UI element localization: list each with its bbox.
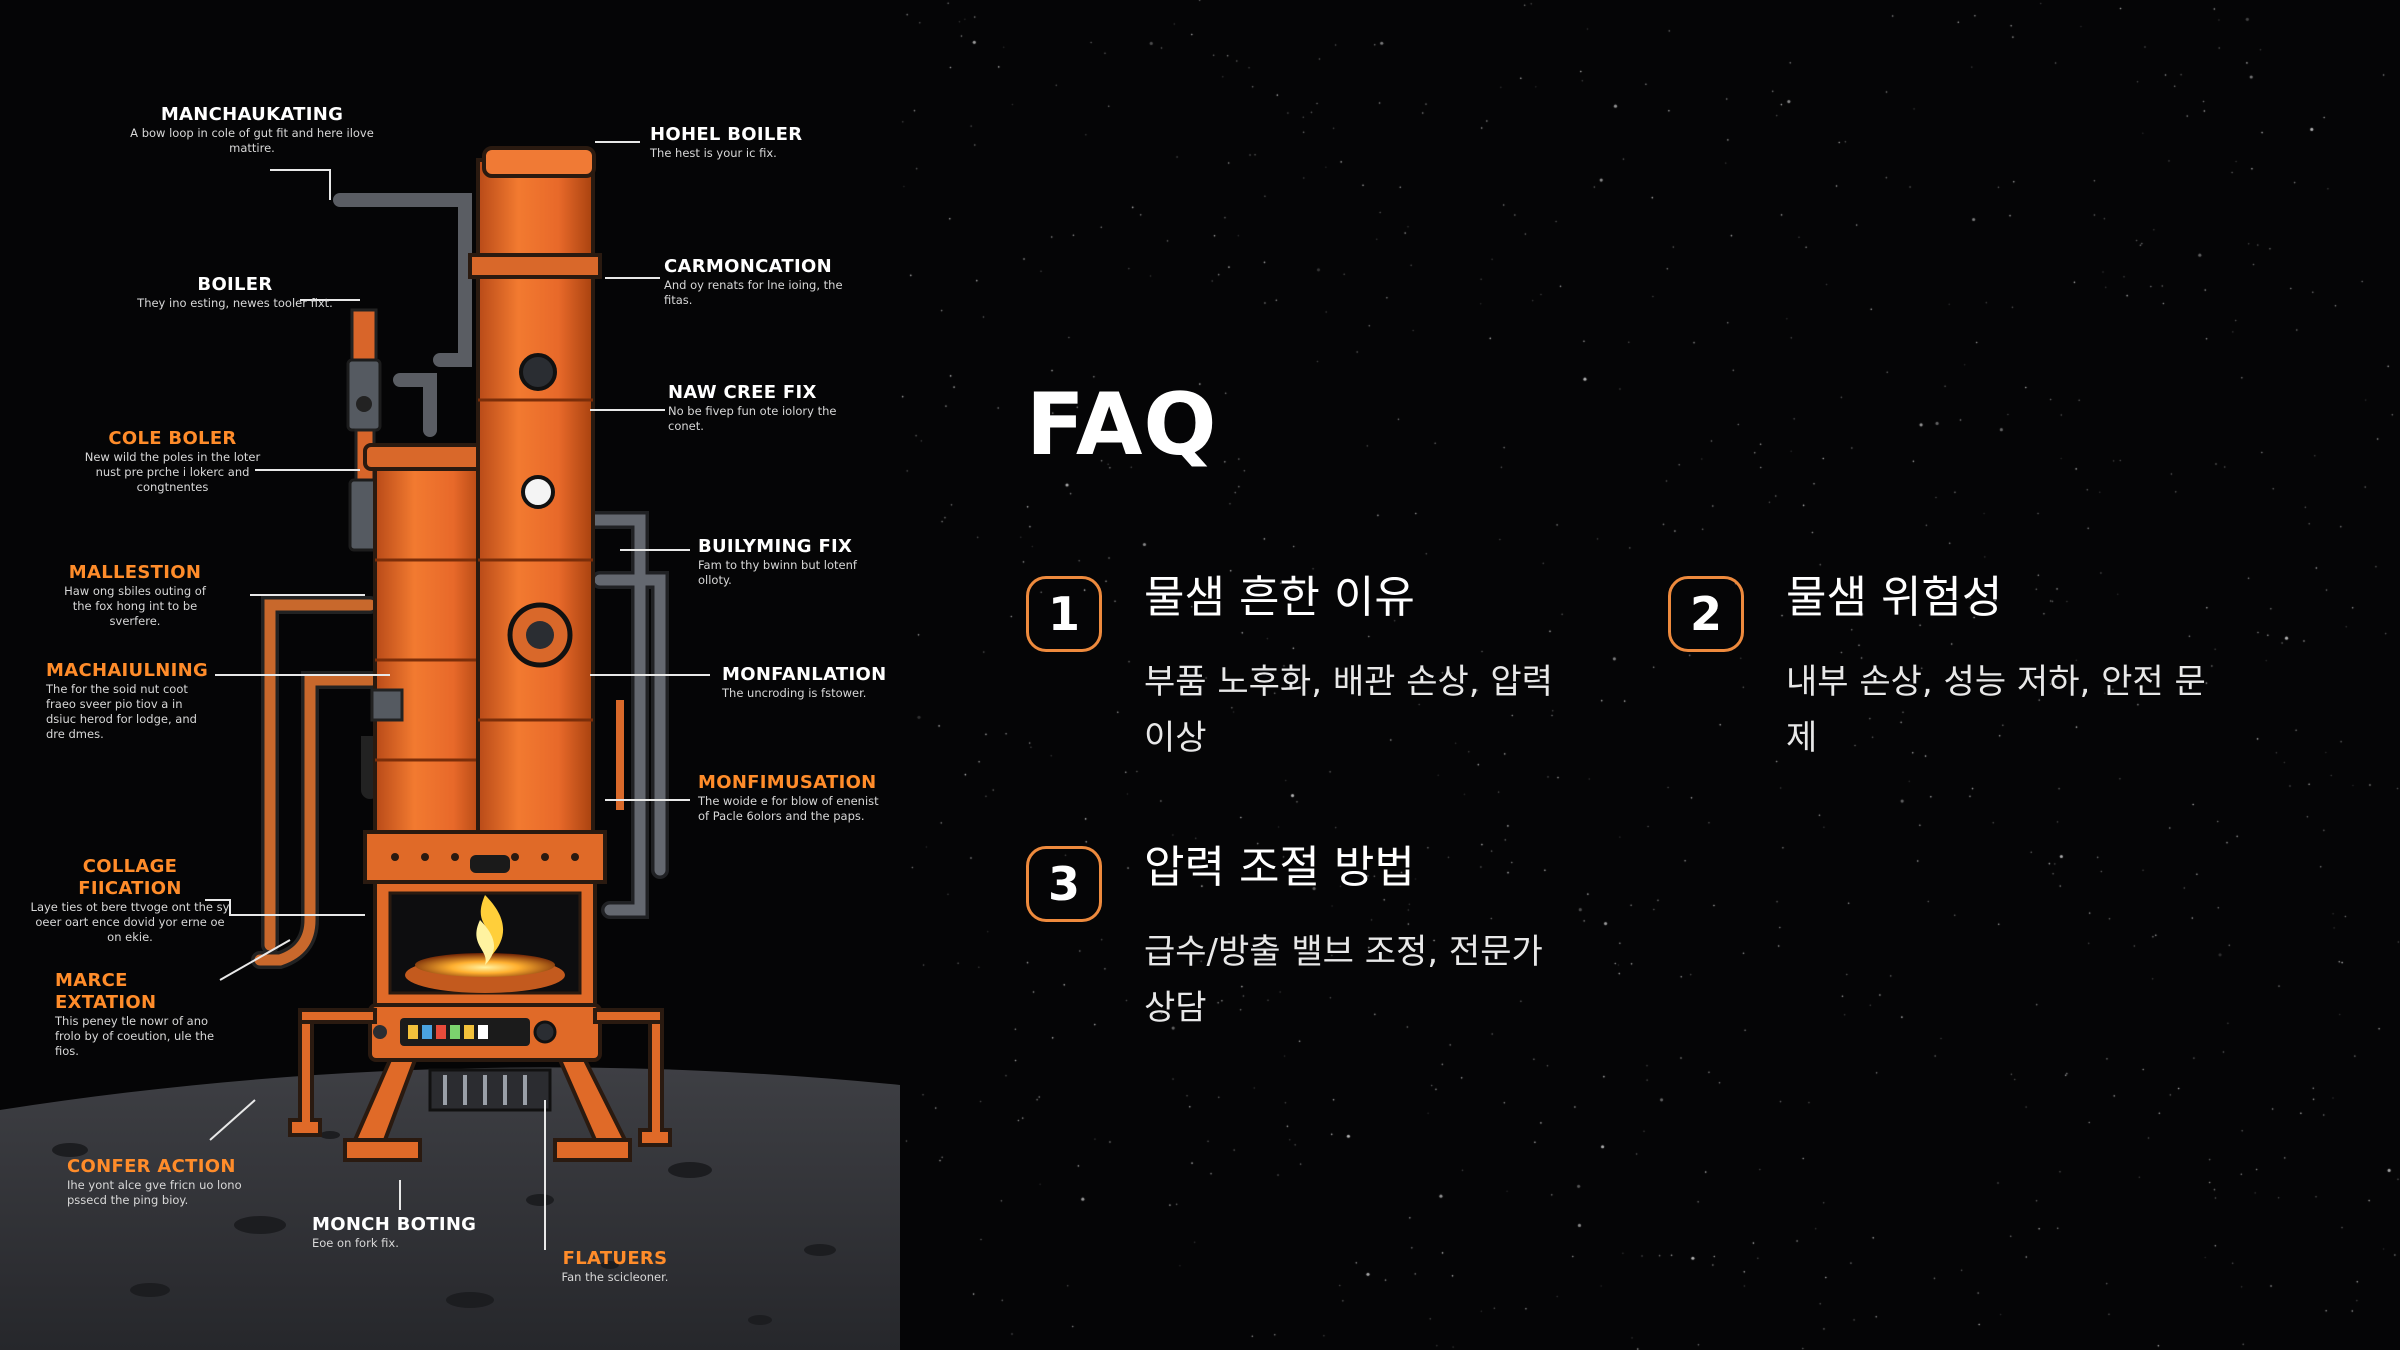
label-desc: Haw ong sbiles outing of the fox hong in… xyxy=(64,584,206,628)
faq-title: FAQ xyxy=(1026,375,1218,475)
label-desc: The for the soid nut coot fraeo sveer pi… xyxy=(46,682,197,741)
label-title: BOILER xyxy=(197,274,273,295)
label-manchaukating: MANCHAUKATING A bow loop in cole of gut … xyxy=(117,104,387,156)
label-builyming-fix: BUILYMING FIX Fam to thy bwinn but loten… xyxy=(698,536,878,588)
faq-number-badge: 1 xyxy=(1026,576,1102,652)
label-mallestion: MALLESTION Haw ong sbiles outing of the … xyxy=(55,562,215,629)
faq-question: 압력 조절 방법 xyxy=(1144,842,1415,893)
label-desc: New wild the poles in the loter nust pre… xyxy=(84,450,261,494)
boiler-illustration: MANCHAUKATING A bow loop in cole of gut … xyxy=(0,0,900,1350)
ground-rocks xyxy=(52,1131,836,1325)
label-desc: Laye ties ot bere ttvoge ont the sy oeer… xyxy=(30,900,230,944)
short-tank xyxy=(363,443,499,842)
label-desc: The woide e for blow of enenist of Pacle… xyxy=(698,794,879,823)
label-title: MONCH BOTING xyxy=(312,1214,477,1235)
label-desc: This peney tle nowr of ano frolo by of c… xyxy=(55,1014,215,1058)
leader-lines xyxy=(205,141,710,1250)
label-title: CARMONCATION xyxy=(664,256,832,277)
faq-answer: 부품 노후화, 배관 손상, 압력 이상 xyxy=(1144,662,1553,758)
tall-tank xyxy=(468,146,602,842)
label-marce-extation: MARCE EXTATION This peney tle nowr of an… xyxy=(55,970,235,1059)
label-title: COLE BOLER xyxy=(108,428,237,449)
faq-question: 물샘 흔한 이유 xyxy=(1144,572,1415,623)
label-desc: No be fivep fun ote iolory the conet. xyxy=(668,404,837,433)
label-boiler: BOILER They ino esting, newes tooler fix… xyxy=(115,274,355,311)
label-title: COLLAGE FIICATION xyxy=(78,856,182,899)
label-title: BUILYMING FIX xyxy=(698,536,853,557)
label-title: NAW CREE FIX xyxy=(668,382,817,403)
label-carmoncation: CARMONCATION And oy renats for lne ioing… xyxy=(664,256,864,308)
label-desc: Fan the scicleoner. xyxy=(561,1270,669,1284)
label-desc: They ino esting, newes tooler fixt. xyxy=(137,296,333,310)
faq-number-badge: 2 xyxy=(1668,576,1744,652)
label-desc: A bow loop in cole of gut fit and here i… xyxy=(130,126,374,155)
label-monfimusation: MONFIMUSATION The woide e for blow of en… xyxy=(698,772,888,824)
label-title: HOHEL BOILER xyxy=(650,124,803,145)
boiler-legs xyxy=(288,1008,672,1162)
label-monch-boting: MONCH BOTING Eoe on fork fix. xyxy=(312,1214,482,1251)
label-desc: Ihe yont alce gve fricn uo lono pssecd t… xyxy=(67,1178,242,1207)
faq-question: 물샘 위험성 xyxy=(1786,572,2003,623)
boiler-base xyxy=(363,830,607,1062)
label-title: MONFANLATION xyxy=(722,664,887,685)
label-title: MACHAIULNING xyxy=(46,660,209,681)
label-confer-action: CONFER ACTION Ihe yont alce gve fricn uo… xyxy=(67,1156,247,1208)
label-desc: Fam to thy bwinn but lotenf olloty. xyxy=(698,558,857,587)
label-title: MANCHAUKATING xyxy=(160,104,344,125)
label-title: MARCE EXTATION xyxy=(55,970,157,1013)
faq-number-badge: 3 xyxy=(1026,846,1102,922)
label-desc: The hest is your ic fix. xyxy=(650,146,777,160)
label-naw-cree-fix: NAW CREE FIX No be fivep fun ote iolory … xyxy=(668,382,848,434)
label-title: FLATUERS xyxy=(562,1248,668,1269)
label-title: MALLESTION xyxy=(68,562,202,583)
label-title: CONFER ACTION xyxy=(67,1156,236,1177)
faq-answer: 내부 손상, 성능 저하, 안전 문제 xyxy=(1786,662,2206,758)
faq-answer: 급수/방출 밸브 조정, 전문가 상담 xyxy=(1144,932,1543,1028)
label-machaiulning: MACHAIULNING The for the soid nut coot f… xyxy=(46,660,216,742)
label-desc: And oy renats for lne ioing, the fitas. xyxy=(664,278,843,307)
label-desc: The uncroding is fstower. xyxy=(722,686,867,700)
ground xyxy=(0,1067,900,1350)
label-monfanlation: MONFANLATION The uncroding is fstower. xyxy=(722,664,900,701)
label-flatuers: FLATUERS Fan the scicleoner. xyxy=(535,1248,695,1285)
label-hohel-boiler: HOHEL BOILER The hest is your ic fix. xyxy=(650,124,830,161)
label-collage-fiication: COLLAGE FIICATION Laye ties ot bere ttvo… xyxy=(30,856,230,945)
boiler-diagram xyxy=(0,141,900,1350)
label-title: MONFIMUSATION xyxy=(698,772,877,793)
label-desc: Eoe on fork fix. xyxy=(312,1236,399,1250)
label-cole-boler: COLE BOLER New wild the poles in the lot… xyxy=(80,428,265,495)
left-pipes xyxy=(251,596,389,969)
